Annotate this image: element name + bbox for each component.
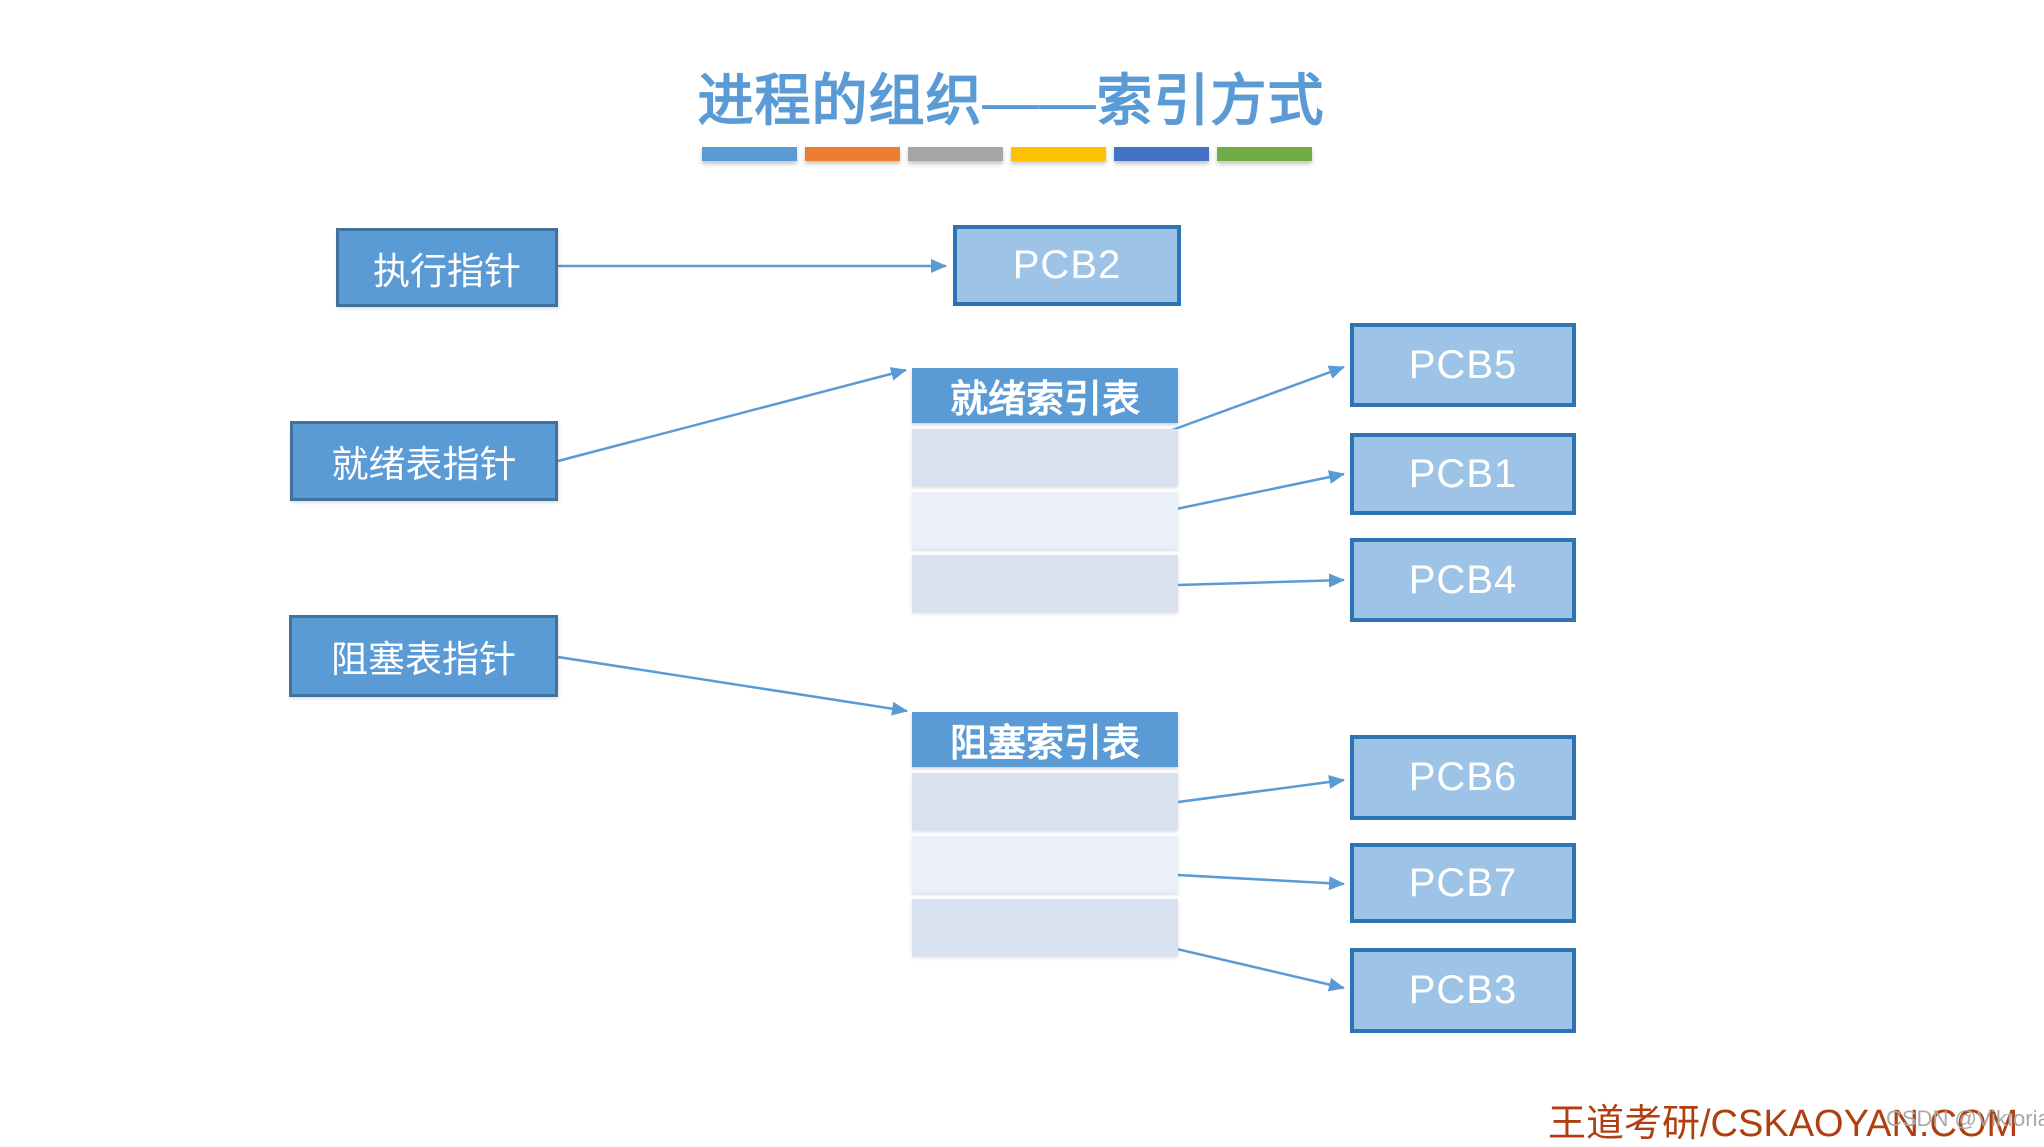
decor-bar-1 (702, 147, 797, 161)
pcb6-label: PCB6 (1408, 755, 1518, 799)
pcb7-label: PCB7 (1408, 860, 1518, 905)
pcb3-box: PCB3 (1350, 948, 1576, 1033)
pcb6-box: PCB6 (1350, 735, 1576, 820)
ready-index-row-3 (912, 555, 1178, 612)
arrow-ready-pointer-to-ready-index-table (557, 367, 907, 463)
ready-index-row-1 (912, 429, 1178, 486)
pcb5-box: PCB5 (1350, 323, 1576, 407)
blocked-index-table-header: 阻塞索引表 (912, 712, 1178, 767)
pcb2-box: PCB2 (953, 225, 1181, 306)
decor-bar-5 (1114, 147, 1209, 161)
pcb5-label: PCB5 (1408, 342, 1518, 387)
ready-list-pointer-box: 就绪表指针 (290, 421, 558, 501)
ready-index-row-2 (912, 492, 1178, 549)
exec-pointer-box: 执行指针 (336, 228, 558, 307)
arrow-blocked-pointer-to-blocked-index-table (557, 655, 908, 716)
decor-bar-3 (908, 147, 1003, 161)
pcb1-box: PCB1 (1350, 433, 1576, 515)
pcb2-label: PCB2 (1012, 243, 1122, 287)
ready-index-table: 就绪索引表 (912, 368, 1178, 618)
ready-index-table-header: 就绪索引表 (912, 368, 1178, 423)
decor-bar-4 (1011, 147, 1106, 161)
ready-list-pointer-label: 就绪表指针 (331, 445, 517, 486)
pcb1-label: PCB1 (1408, 451, 1518, 496)
blocked-index-table: 阻塞索引表 (912, 712, 1178, 962)
blocked-list-pointer-box: 阻塞表指针 (289, 615, 558, 697)
blocked-list-pointer-label: 阻塞表指针 (331, 640, 516, 681)
csdn-watermark: CSDN @Viktoriae (1886, 1106, 2044, 1131)
decor-bar-6 (1217, 147, 1312, 161)
pcb4-box: PCB4 (1350, 538, 1576, 622)
blocked-index-row-3 (912, 899, 1178, 956)
brand-text: 王道考研/CSKAOYAN.COM (1548, 1103, 2019, 1145)
decor-bars (702, 147, 1322, 162)
pcb7-box: PCB7 (1350, 843, 1576, 923)
page-title: 进程的组织——索引方式 (697, 71, 1325, 133)
pcb4-label: PCB4 (1408, 557, 1518, 602)
blocked-index-row-1 (912, 773, 1178, 830)
pcb3-label: PCB3 (1408, 968, 1518, 1012)
exec-pointer-label: 执行指针 (373, 251, 521, 293)
blocked-index-row-2 (912, 836, 1178, 893)
decor-bar-2 (805, 147, 900, 161)
